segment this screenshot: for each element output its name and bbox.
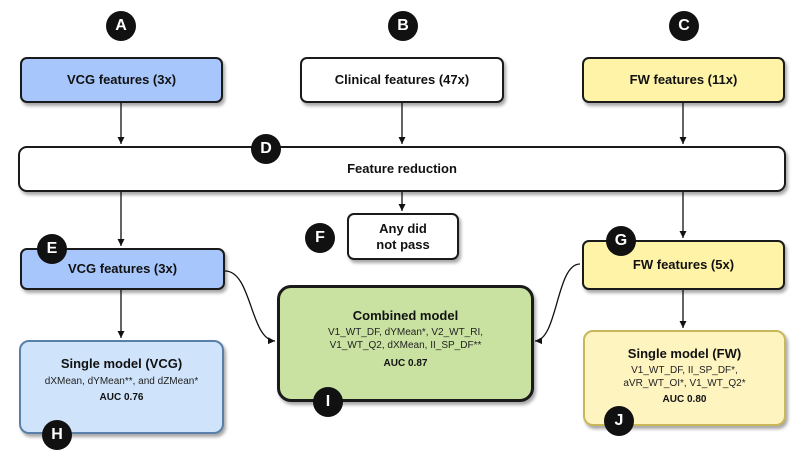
badge-b: B [388, 11, 418, 41]
badge-j: J [604, 406, 634, 436]
arrow-fw-to-combined [534, 263, 581, 345]
combined-model-features-line2: V1_WT_Q2, dXMean, II_SP_DF** [329, 340, 482, 351]
combined-model-box: Combined model V1_WT_DF, dYMean*, V2_WT_… [277, 285, 534, 402]
vcg-features-mid-label: VCG features (3x) [67, 261, 178, 276]
single-model-fw-auc: AUC 0.80 [662, 394, 707, 405]
vcg-features-top-box: VCG features (3x) [20, 57, 223, 103]
badge-h: H [42, 420, 72, 450]
any-did-label: Any did [379, 220, 427, 236]
single-model-fw-features-line2: aVR_WT_OI*, V1_WT_Q2* [623, 378, 746, 389]
fw-features-top-box: FW features (11x) [582, 57, 785, 103]
not-pass-label: not pass [376, 236, 430, 252]
badge-i: I [313, 387, 343, 417]
fw-features-mid-label: FW features (5x) [632, 257, 735, 272]
combined-model-title: Combined model [352, 308, 459, 323]
badge-g: G [606, 226, 636, 256]
single-model-vcg-auc: AUC 0.76 [99, 392, 144, 403]
single-model-vcg-features: dXMean, dYMean**, and dZMean* [44, 376, 199, 387]
fw-features-top-label: FW features (11x) [629, 72, 738, 87]
single-model-fw-title: Single model (FW) [627, 346, 742, 361]
vcg-features-top-label: VCG features (3x) [66, 72, 177, 87]
combined-model-features-line1: V1_WT_DF, dYMean*, V2_WT_RI, [327, 327, 484, 338]
arrow-vcg-to-combined [224, 270, 276, 345]
clinical-features-box: Clinical features (47x) [300, 57, 504, 103]
badge-a: A [106, 11, 136, 41]
badge-c: C [669, 11, 699, 41]
feature-reduction-label: Feature reduction [347, 161, 457, 176]
single-model-vcg-box: Single model (VCG) dXMean, dYMean**, and… [19, 340, 224, 434]
combined-model-auc: AUC 0.87 [383, 358, 428, 369]
single-model-fw-features-line1: V1_WT_DF, II_SP_DF*, [631, 365, 738, 376]
clinical-features-label: Clinical features (47x) [334, 72, 470, 87]
any-did-not-pass-box: Any did not pass [347, 213, 459, 260]
feature-reduction-box: Feature reduction [18, 146, 786, 192]
badge-f: F [305, 223, 335, 253]
single-model-vcg-title: Single model (VCG) [60, 356, 183, 371]
badge-e: E [37, 234, 67, 264]
badge-d: D [251, 134, 281, 164]
